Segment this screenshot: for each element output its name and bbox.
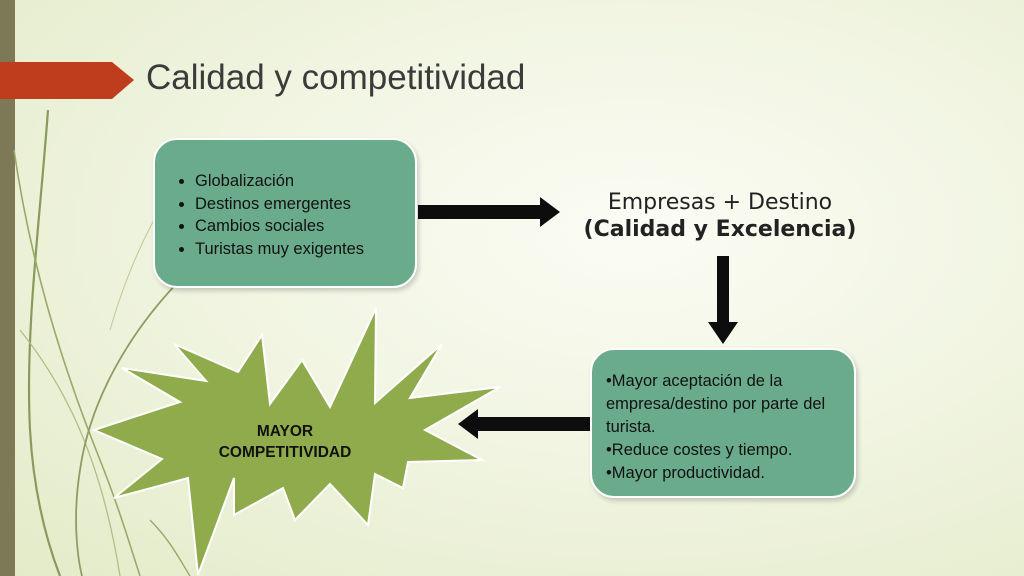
- vine-line: [13, 149, 141, 576]
- down-arrow: [708, 256, 738, 344]
- list-item: Cambios sociales: [195, 215, 405, 238]
- list-item: Globalización: [195, 170, 405, 193]
- right-arrow: [418, 197, 560, 227]
- vine-line: [75, 274, 186, 576]
- result-line: MAYOR: [256, 423, 314, 440]
- benefit-line: •Mayor aceptación de la empresa/destino …: [606, 372, 830, 436]
- causes-box: Globalización Destinos emergentes Cambio…: [153, 138, 417, 288]
- result-label: MAYOR COMPETITIVIDAD: [190, 421, 380, 463]
- starburst-shape: [91, 307, 501, 576]
- list-item: Turistas muy exigentes: [195, 238, 405, 261]
- vine-line: [19, 329, 121, 576]
- benefit-line: •Mayor productividad.: [606, 464, 765, 482]
- title-arrow-shape: [0, 62, 134, 99]
- vine-line: [27, 109, 62, 576]
- result-line: COMPETITIVIDAD: [218, 444, 352, 461]
- quality-excellence-text: Empresas + Destino (Calidad y Excelencia…: [570, 190, 870, 242]
- left-arrow: [458, 409, 590, 439]
- benefit-line: •Reduce costes y tiempo.: [606, 441, 793, 459]
- causes-list: Globalización Destinos emergentes Cambio…: [169, 170, 405, 260]
- list-item: Destinos emergentes: [195, 193, 405, 216]
- companies-destination-label: Empresas + Destino: [607, 190, 833, 215]
- slide-title: Calidad y competitividad: [146, 58, 526, 97]
- benefits-box: •Mayor aceptación de la empresa/destino …: [590, 348, 856, 498]
- left-accent-bar: [0, 0, 15, 576]
- vine-line: [149, 519, 191, 576]
- quality-excellence-label: (Calidad y Excelencia): [583, 217, 857, 242]
